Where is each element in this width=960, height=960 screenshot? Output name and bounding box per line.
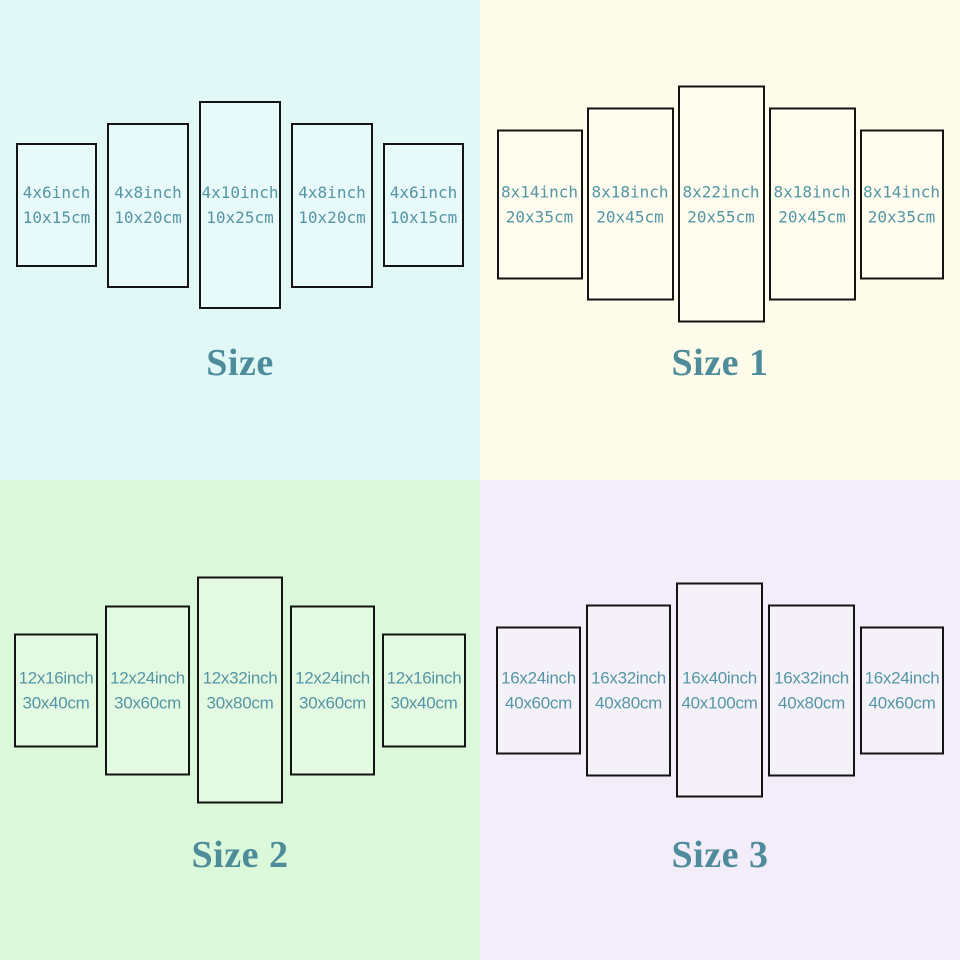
canvas-panel: 4x8inch 10x20cm	[291, 122, 373, 288]
panel-size-cm-label: 40x100cm	[681, 693, 758, 712]
canvas-panel: 4x8inch 10x20cm	[107, 122, 189, 288]
canvas-panel: 8x14inch 20x35cm	[496, 129, 583, 279]
canvas-panel: 8x18inch 20x45cm	[768, 107, 856, 301]
panel-size-cm-label: 20x35cm	[867, 207, 936, 226]
panel-size-cm-label: 30x60cm	[299, 693, 366, 712]
quadrant-title: Size 1	[671, 342, 769, 384]
panel-size-cm-label: 40x80cm	[778, 693, 845, 712]
panel-size-cm-label: 30x40cm	[22, 693, 90, 712]
panel-size-cm-label: 30x60cm	[114, 693, 181, 712]
quadrant-title: Size 3	[671, 834, 769, 876]
panel-size-cm-label: 20x55cm	[687, 207, 755, 226]
panel-size-inch-label: 4x10inch	[201, 183, 279, 202]
panel-size-cm-label: 40x60cm	[505, 693, 572, 712]
canvas-panel: 12x16inch 30x40cm	[382, 633, 466, 747]
canvas-panel: 4x6inch 10x15cm	[16, 143, 97, 267]
canvas-panel: 16x24inch 40x60cm	[496, 626, 581, 754]
panel-size-inch-label: 16x32inch	[774, 668, 849, 687]
panel-size-cm-label: 20x45cm	[596, 207, 664, 226]
panel-size-inch-label: 16x24inch	[501, 668, 576, 687]
size-chart-size-1: 8x14inch 20x35cm 8x18inch 20x45cm 8x22inch 20…	[480, 0, 960, 480]
panel-row: 8x14inch 20x35cm 8x18inch 20x45cm 8x22inch 20…	[480, 85, 960, 323]
panel-size-cm-label: 20x35cm	[505, 207, 574, 226]
panel-size-inch-label: 8x18inch	[591, 182, 669, 201]
canvas-panel: 16x32inch 40x80cm	[586, 604, 671, 776]
panel-size-cm-label: 40x60cm	[868, 693, 936, 712]
panel-size-inch-label: 12x16inch	[18, 668, 94, 687]
panel-size-inch-label: 16x24inch	[864, 668, 940, 687]
panel-size-inch-label: 16x32inch	[591, 668, 666, 687]
panel-row: 4x6inch 10x15cm 4x8inch 10x20cm 4x10inch 10x2…	[0, 101, 480, 309]
panel-size-cm-label: 30x80cm	[206, 693, 274, 712]
panel-size-inch-label: 12x32inch	[202, 668, 278, 687]
panel-size-inch-label: 8x22inch	[682, 182, 760, 201]
panel-size-inch-label: 12x24inch	[295, 668, 370, 687]
panel-size-inch-label: 12x16inch	[386, 668, 462, 687]
canvas-panel: 12x16inch 30x40cm	[14, 633, 98, 747]
panel-row: 12x16inch 30x40cm 12x24inch 30x60cm 12x32inc…	[0, 576, 480, 804]
panel-size-cm-label: 10x20cm	[298, 208, 366, 227]
canvas-panel: 4x6inch 10x15cm	[383, 143, 464, 267]
panel-size-inch-label: 4x8inch	[298, 183, 366, 202]
canvas-panel: 4x10inch 10x25cm	[199, 101, 281, 309]
panel-size-cm-label: 10x20cm	[114, 208, 182, 227]
panel-size-inch-label: 8x14inch	[500, 182, 579, 201]
size-chart-size-3: 16x24inch 40x60cm 16x32inch 40x80cm 16x40inc…	[480, 480, 960, 960]
panel-size-cm-label: 10x15cm	[389, 208, 458, 227]
quadrant-title: Size	[206, 342, 274, 384]
canvas-panel: 8x18inch 20x45cm	[586, 107, 674, 301]
panel-size-cm-label: 10x15cm	[22, 208, 91, 227]
canvas-panel: 16x24inch 40x60cm	[860, 626, 944, 754]
panel-size-inch-label: 8x18inch	[773, 182, 851, 201]
canvas-panel: 12x32inch 30x80cm	[197, 576, 283, 804]
canvas-panel: 12x24inch 30x60cm	[105, 605, 190, 775]
panel-size-inch-label: 4x6inch	[389, 183, 458, 202]
panel-size-inch-label: 16x40inch	[682, 668, 757, 687]
quadrant-title: Size 2	[191, 834, 289, 876]
panel-size-cm-label: 20x45cm	[778, 207, 846, 226]
canvas-panel: 8x14inch 20x35cm	[859, 129, 944, 279]
panel-size-cm-label: 10x25cm	[206, 208, 274, 227]
canvas-panel: 16x40inch 40x100cm	[676, 582, 763, 798]
panel-size-cm-label: 40x80cm	[595, 693, 662, 712]
panel-size-inch-label: 8x14inch	[862, 182, 941, 201]
panel-size-cm-label: 30x40cm	[390, 693, 458, 712]
size-chart-size-2: 12x16inch 30x40cm 12x24inch 30x60cm 12x32inc…	[0, 480, 480, 960]
size-chart-size: 4x6inch 10x15cm 4x8inch 10x20cm 4x10inch 10x2…	[0, 0, 480, 480]
panel-size-inch-label: 4x6inch	[22, 183, 91, 202]
canvas-panel: 12x24inch 30x60cm	[290, 605, 375, 775]
panel-size-inch-label: 4x8inch	[114, 183, 182, 202]
panel-row: 16x24inch 40x60cm 16x32inch 40x80cm 16x40inc…	[480, 582, 960, 798]
panel-size-inch-label: 12x24inch	[110, 668, 185, 687]
canvas-panel: 8x22inch 20x55cm	[677, 85, 765, 323]
canvas-panel: 16x32inch 40x80cm	[768, 604, 855, 776]
